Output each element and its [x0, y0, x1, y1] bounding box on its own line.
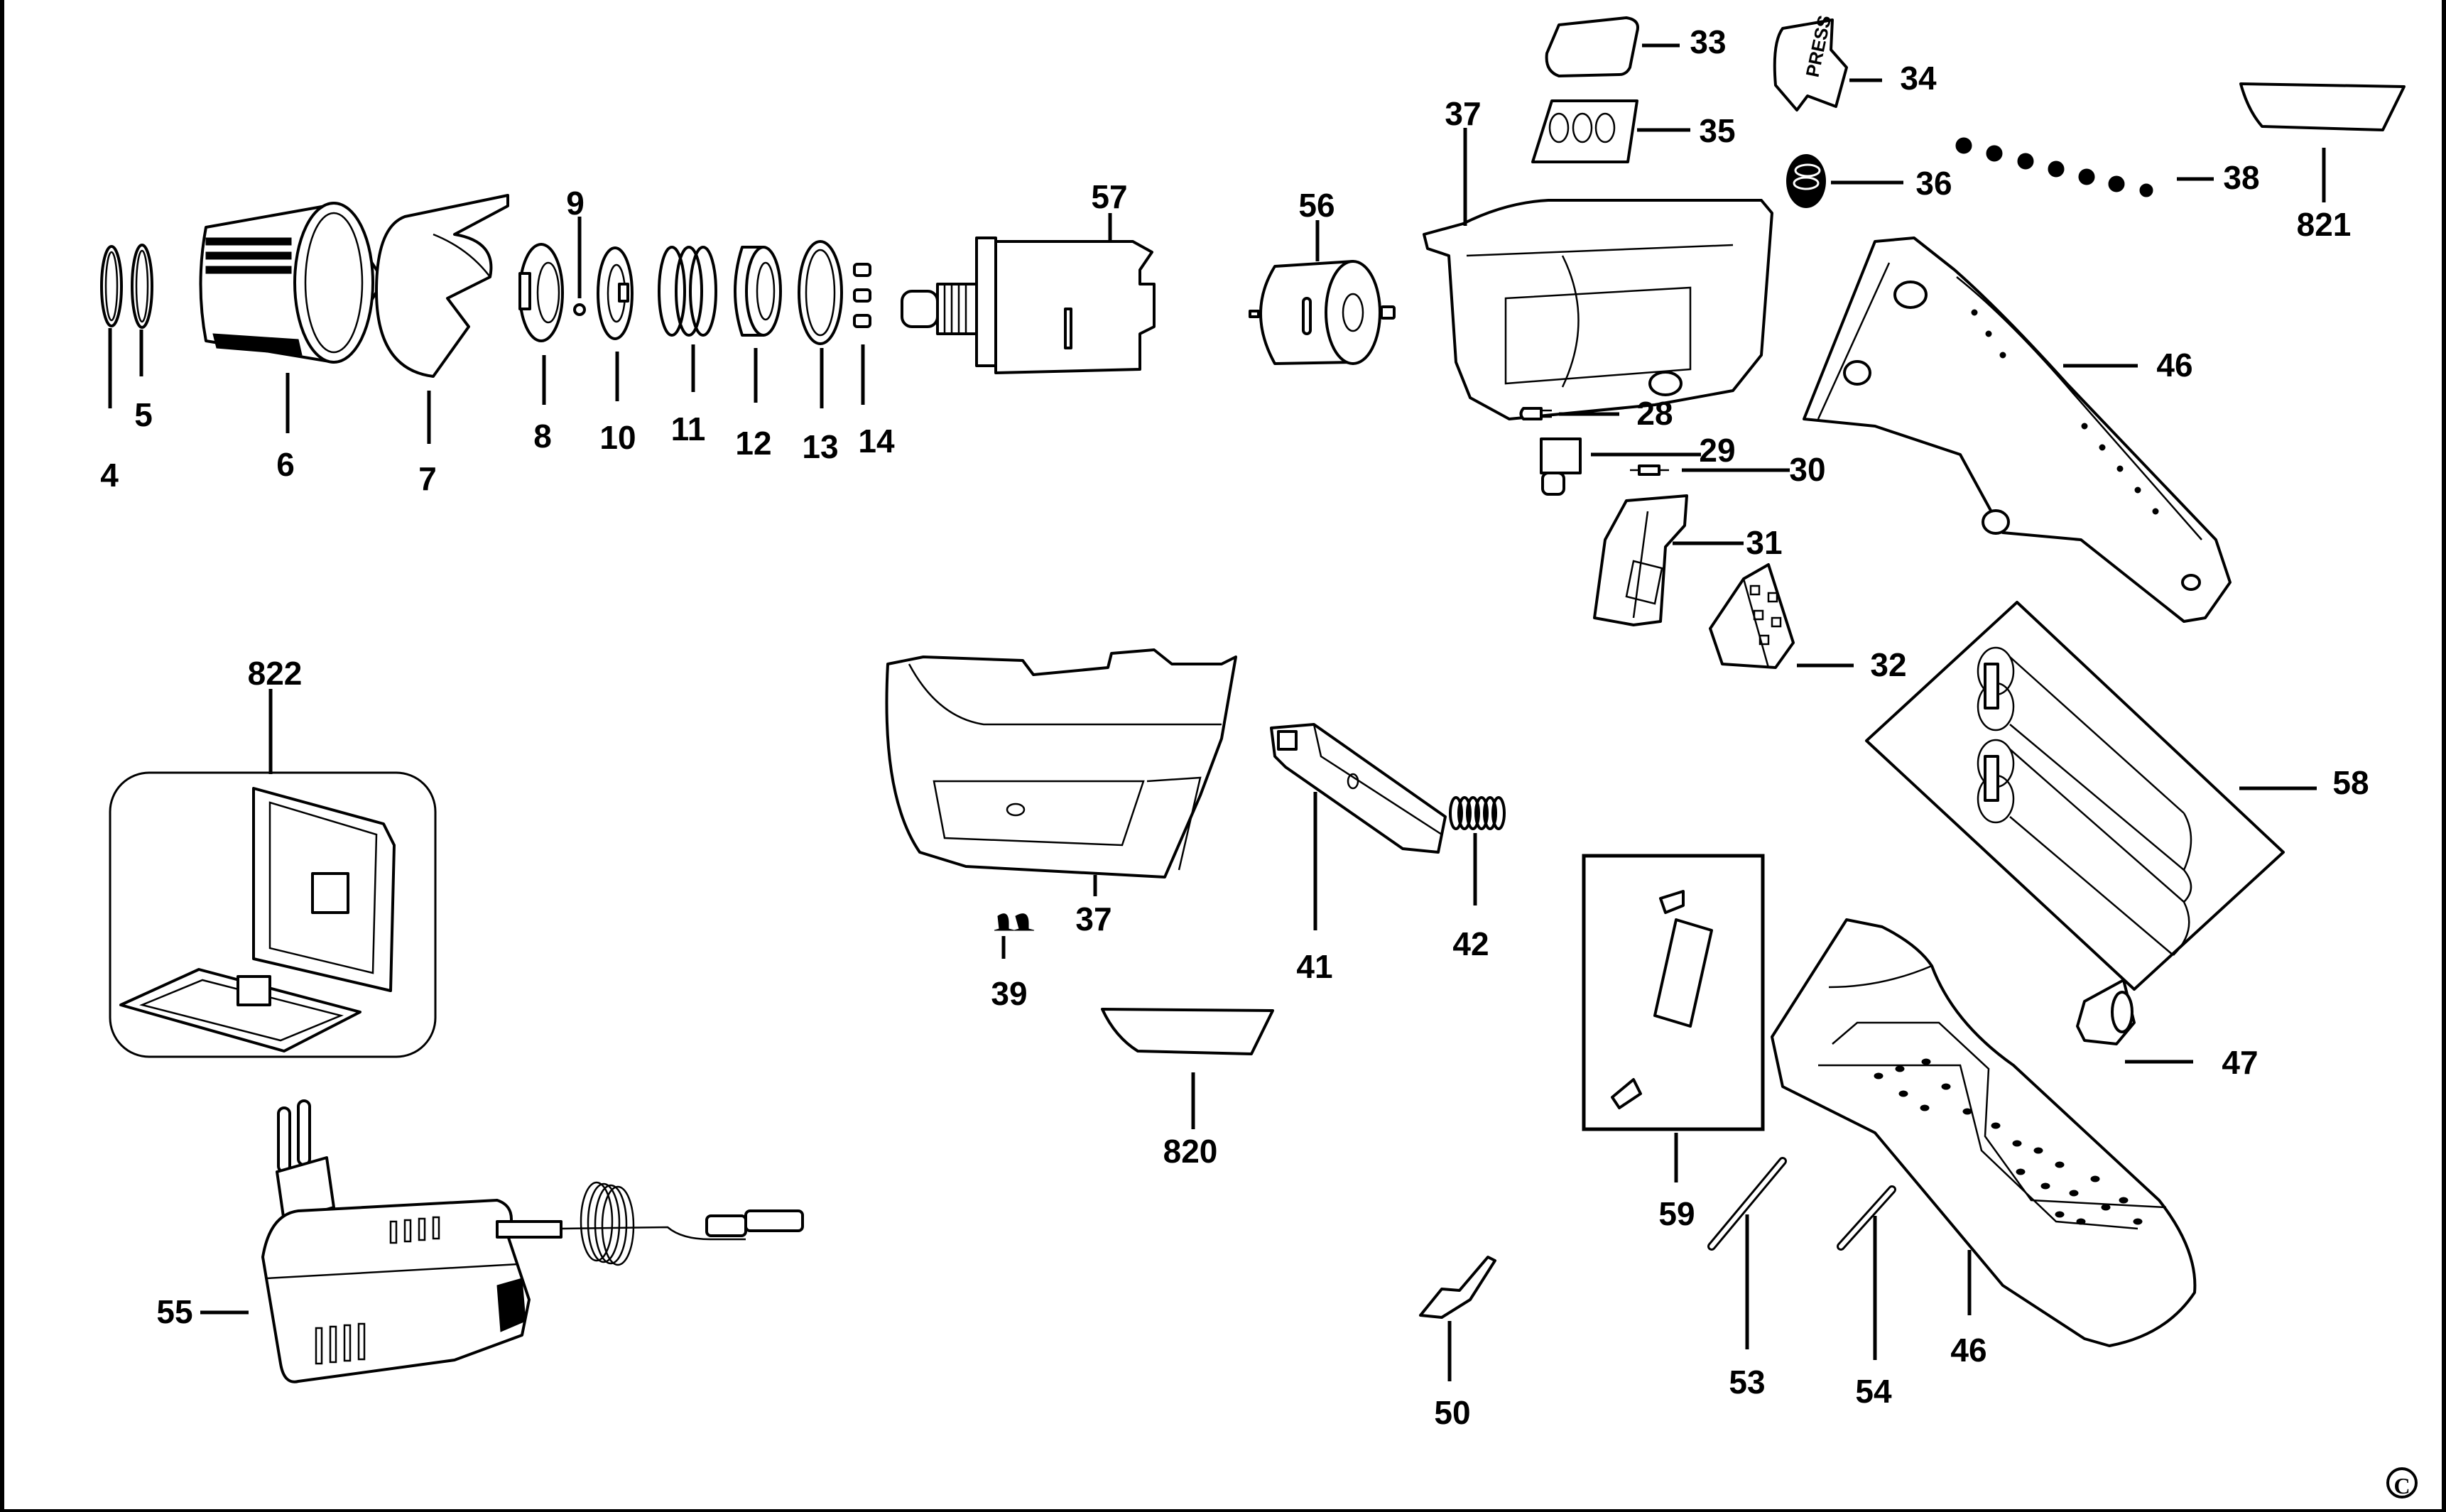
label-822: 822: [248, 655, 303, 692]
part-54-pin[interactable]: 54: [1837, 1185, 1896, 1410]
label-8: 8: [533, 418, 552, 455]
label-57: 57: [1091, 178, 1127, 215]
part-36-spring[interactable]: 36: [1786, 154, 1952, 208]
part-28-led[interactable]: 28: [1519, 395, 1673, 432]
part-13-ring[interactable]: 13: [798, 240, 843, 465]
part-57-gearbox[interactable]: 57: [901, 178, 1156, 374]
label-35: 35: [1699, 112, 1735, 149]
part-31-switch-actuator[interactable]: 31: [1593, 494, 1783, 626]
part-4-circlip[interactable]: 4: [100, 245, 123, 494]
label-821: 821: [2297, 206, 2352, 243]
label-37-side: 37: [1075, 901, 1111, 937]
part-42-spring[interactable]: 42: [1449, 796, 1506, 962]
label-55: 55: [156, 1293, 192, 1330]
label-38: 38: [2223, 159, 2259, 196]
label-53: 53: [1729, 1364, 1765, 1400]
copyright-mark: C: [2386, 1467, 2418, 1499]
label-46-bottom: 46: [1950, 1332, 1986, 1369]
label-29: 29: [1699, 432, 1735, 469]
label-30: 30: [1789, 451, 1825, 488]
part-46-handle-inner[interactable]: 46: [1803, 236, 2232, 623]
part-59-terminal-set[interactable]: 59: [1582, 854, 1765, 1232]
part-11-spring[interactable]: 11: [658, 246, 717, 447]
label-50: 50: [1434, 1394, 1470, 1431]
label-10: 10: [599, 419, 636, 456]
label-37-top: 37: [1445, 95, 1481, 132]
label-820: 820: [1163, 1133, 1218, 1170]
part-6-collar[interactable]: 6: [199, 202, 385, 483]
part-7-nose-cover[interactable]: 7: [375, 194, 509, 497]
part-30-resistor[interactable]: 30: [1630, 451, 1826, 488]
label-41: 41: [1296, 948, 1332, 985]
label-5: 5: [134, 396, 153, 433]
label-6: 6: [276, 446, 295, 483]
part-8-clutch-nut[interactable]: 8: [518, 243, 564, 455]
label-46-top: 46: [2156, 347, 2192, 384]
label-58: 58: [2332, 764, 2369, 801]
part-58-battery-pack[interactable]: 58: [1865, 601, 2369, 991]
label-47: 47: [2222, 1044, 2258, 1081]
part-41-slider[interactable]: 41: [1270, 723, 1447, 985]
label-42: 42: [1452, 925, 1489, 962]
label-28: 28: [1636, 395, 1673, 432]
label-33: 33: [1690, 23, 1726, 60]
label-11: 11: [671, 410, 706, 447]
part-46-handle-outer[interactable]: 46: [1771, 918, 2197, 1369]
part-14-pins[interactable]: 14: [853, 263, 895, 459]
part-56-motor[interactable]: 56: [1249, 187, 1396, 365]
frame-left-border: [0, 0, 4, 1512]
part-33-button-cap[interactable]: 33: [1545, 16, 1727, 77]
part-12-bearing[interactable]: 12: [734, 246, 782, 462]
label-4: 4: [100, 457, 119, 494]
part-39-screws[interactable]: 39: [991, 913, 1035, 1012]
part-34-press-button[interactable]: PRESS 34: [1773, 13, 1937, 112]
frame-bottom-border: [0, 1509, 2446, 1512]
label-54: 54: [1855, 1373, 1892, 1410]
part-822-kit-box[interactable]: 822: [109, 655, 437, 1058]
part-35-led-lens[interactable]: 35: [1531, 99, 1736, 163]
part-820-label[interactable]: 820: [1101, 1008, 1274, 1170]
part-821-label[interactable]: 821: [2239, 82, 2406, 243]
part-38-screws[interactable]: 38: [1955, 137, 2260, 197]
label-34: 34: [1900, 60, 1937, 97]
part-55-charger[interactable]: 55: [156, 1099, 804, 1383]
label-7: 7: [418, 460, 437, 497]
label-39: 39: [991, 975, 1027, 1012]
part-53-pin[interactable]: 53: [1707, 1157, 1787, 1400]
part-9-ball[interactable]: 9: [566, 185, 586, 316]
label-12: 12: [735, 425, 771, 462]
part-32-switch-block[interactable]: 32: [1709, 563, 1907, 683]
part-29-switch[interactable]: 29: [1540, 432, 1736, 496]
frame-right-border: [2442, 0, 2446, 1512]
label-32: 32: [1870, 646, 1906, 683]
part-37-housing-side[interactable]: 37: [885, 648, 1237, 937]
label-9: 9: [566, 185, 585, 222]
copyright-symbol: C: [2393, 1473, 2410, 1499]
label-36: 36: [1915, 165, 1952, 202]
part-47-socket[interactable]: 47: [2076, 979, 2259, 1081]
label-59: 59: [1658, 1195, 1695, 1232]
part-37-housing-top[interactable]: 37: [1423, 95, 1773, 420]
part-5-washer[interactable]: 5: [131, 244, 153, 433]
label-31: 31: [1746, 524, 1782, 561]
part-50-label[interactable]: 50: [1419, 1256, 1496, 1431]
label-14: 14: [858, 423, 895, 459]
part-10-clutch-plate[interactable]: 10: [597, 246, 636, 456]
label-56: 56: [1298, 187, 1335, 224]
label-13: 13: [802, 428, 838, 465]
